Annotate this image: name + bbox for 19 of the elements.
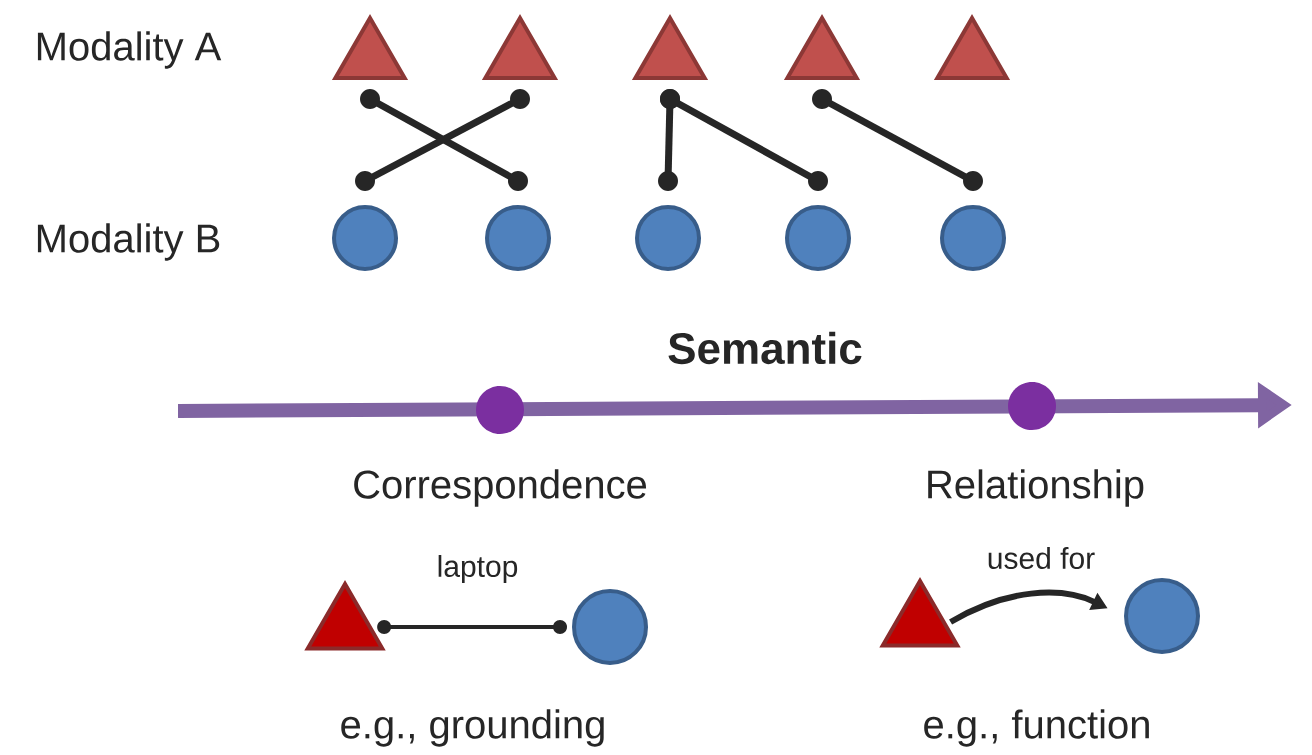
text-label: e.g., function — [924, 709, 1149, 747]
text-label: Modality A — [37, 31, 222, 69]
circle-symbol — [332, 205, 398, 271]
text-label: Semantic — [668, 331, 862, 365]
text-label: Relationship — [928, 469, 1144, 507]
circle-symbol — [940, 205, 1006, 271]
text-label: e.g., grounding — [341, 709, 604, 747]
connector-line — [660, 89, 828, 191]
text-label: Correspondence — [354, 469, 647, 507]
connector-line — [812, 89, 983, 191]
connector-line — [377, 620, 567, 634]
circle-symbol — [572, 589, 648, 665]
circle-symbol — [1124, 578, 1200, 654]
circle-symbol — [785, 205, 851, 271]
text-label: Modality B — [37, 223, 220, 261]
edge-label: laptop — [434, 553, 521, 585]
edge-label: used for — [984, 545, 1098, 571]
circle-symbol — [635, 205, 701, 271]
circle-symbol — [485, 205, 551, 271]
